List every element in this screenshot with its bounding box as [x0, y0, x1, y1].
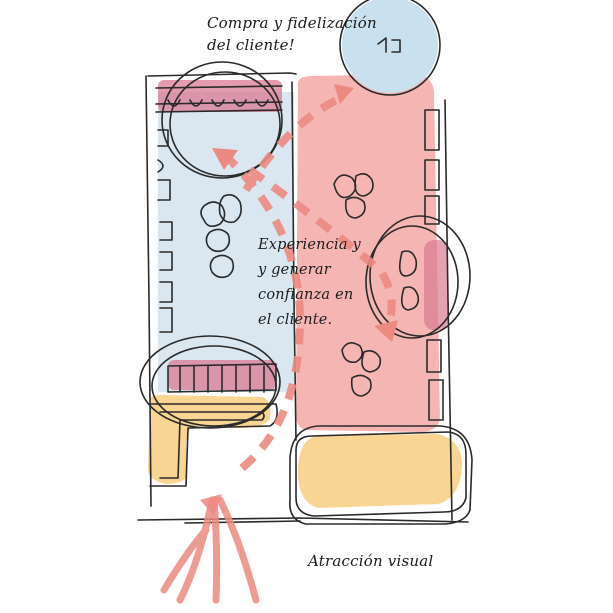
arrow-heads [212, 84, 398, 342]
shelves-left [157, 129, 173, 333]
circle-top-right-outline [339, 0, 441, 96]
arrow-diagonal [247, 166, 396, 332]
entrance-arrow-4 [160, 526, 210, 594]
circle-mid-right-2 [369, 215, 471, 337]
table-left-a [200, 201, 226, 228]
counter-bottom-outline [167, 363, 277, 393]
arrow-right-up [242, 92, 347, 193]
entrance-arrow-2 [210, 496, 221, 604]
entrance-arrow-1 [176, 496, 216, 604]
arrowhead-left [212, 148, 238, 170]
annotation-top-line-1: Compra y fidelización [207, 14, 377, 32]
magenta-counter-top [158, 80, 282, 112]
arrowhead-mid-right [374, 320, 398, 342]
wall-mid [291, 81, 297, 441]
wall-right [444, 99, 453, 521]
annotation-purchase-loyalty: Compra y fidelización del cliente! [207, 12, 377, 56]
wall-left [145, 75, 152, 507]
entrance-arrow-3 [216, 496, 260, 604]
table-right-a [333, 172, 374, 219]
circle-top-left [161, 61, 283, 179]
entrance-head-1 [200, 494, 222, 516]
counter-bottom-l-2 [159, 411, 265, 479]
floor-line [137, 517, 469, 523]
magenta-wall-right [424, 240, 448, 330]
yellow-zone-bottom [298, 434, 462, 508]
table-right-b [341, 342, 382, 397]
table-left-b [218, 194, 242, 224]
annotation-mid-line-4: el cliente. [258, 312, 333, 328]
arrowhead-top-right [334, 84, 354, 104]
table-left-d [209, 254, 235, 279]
floor-line-2 [184, 520, 301, 524]
annotation-visual-attraction: Atracción visual [308, 552, 434, 570]
flow-arrows [227, 92, 396, 472]
wall-top [147, 72, 297, 77]
circle-top-right-glyph [377, 37, 401, 53]
arrow-left-up [227, 157, 305, 472]
display-bottom-right [295, 431, 467, 517]
display-bottom-right-2 [289, 425, 473, 525]
annotation-experience-trust: Experiencia y y generar confianza en el … [258, 233, 388, 333]
entrance-heads [200, 494, 222, 516]
yellow-zone-left [148, 395, 271, 484]
blue-zone-left [158, 92, 294, 392]
blue-circle-top-right [342, 0, 438, 93]
annotation-mid-line-3: confianza en [258, 287, 354, 303]
table-right-c [398, 250, 420, 311]
circle-top-left-2 [169, 71, 281, 177]
ink-lines [137, 0, 473, 525]
color-zones [148, 0, 462, 508]
table-left-c [205, 228, 231, 253]
entrance-arrows [160, 496, 260, 604]
pink-zone-right [296, 74, 440, 432]
shelves-right [424, 109, 444, 421]
counter-bottom-bars [179, 365, 265, 393]
annotation-mid-line-1: Experiencia y [258, 237, 361, 253]
circle-mid-right [365, 225, 459, 339]
annotation-mid-line-2: y generar [258, 262, 331, 278]
annotation-top-line-2: del cliente! [207, 36, 295, 54]
